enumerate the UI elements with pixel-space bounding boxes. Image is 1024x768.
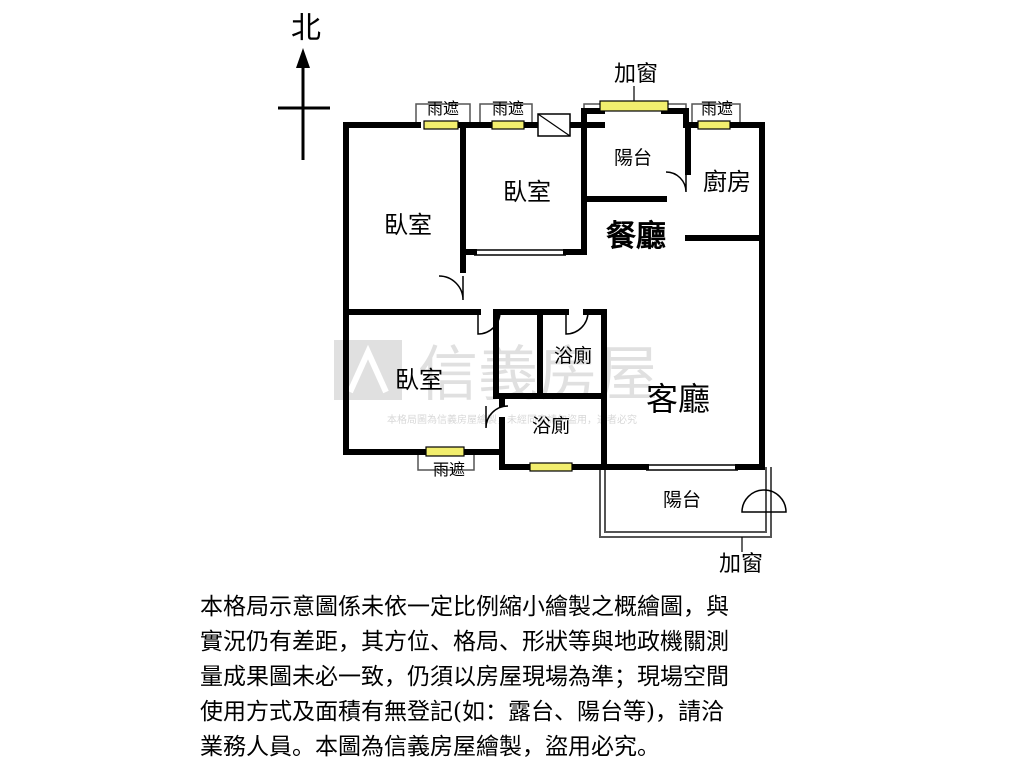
door-balcony-s (741, 489, 787, 513)
floor-plan: 北 信義房屋 本格局圖為信義房屋繪製，未經同意請勿盜用，違者必究 (278, 11, 787, 577)
window-labels: 雨遮 雨遮 雨遮 雨遮 加窗 加窗 (427, 62, 763, 577)
disclaimer: 本格局示意圖係未依一定比例縮小繪製之概繪圖，與 實況仍有差距，其方位、格局、形狀… (200, 590, 840, 765)
window-bedroom-sw (425, 446, 465, 457)
balcony-s-outline (599, 467, 772, 538)
disclaimer-line: 使用方式及面積有無登記(如：露台、陽台等)，請洽 (200, 699, 724, 725)
rain-cover-label: 雨遮 (427, 99, 459, 118)
door-bath-lower (485, 405, 509, 429)
vent-icon (537, 113, 571, 137)
watermark-note: 本格局圖為信義房屋繪製，未經同意請勿盜用，違者必究 (387, 413, 637, 426)
door-bedroom-sw (477, 311, 501, 335)
room-bedroom-nw: 臥室 (384, 211, 432, 239)
north-arrow-icon (296, 48, 310, 68)
window-kitchen (697, 120, 731, 130)
added-window-label: 加窗 (614, 62, 658, 87)
rain-cover-label: 雨遮 (433, 460, 465, 479)
room-dining: 餐廳 (606, 219, 666, 254)
disclaimer-line: 業務人員。本圖為信義房屋繪製，盜用必究。 (200, 734, 660, 760)
rain-cover-label: 雨遮 (492, 99, 524, 118)
room-bath-upper: 浴廁 (554, 344, 592, 367)
swing-doors (438, 171, 787, 513)
room-balcony-s: 陽台 (663, 489, 701, 511)
room-living: 客廳 (646, 380, 710, 418)
window-bath-lower (529, 462, 573, 472)
room-bedroom-sw: 臥室 (395, 366, 443, 394)
room-kitchen: 廚房 (703, 168, 751, 196)
compass: 北 (278, 11, 330, 160)
added-window-label: 加窗 (719, 552, 763, 577)
rain-cover-label: 雨遮 (701, 99, 733, 118)
sliding-doors (474, 249, 738, 471)
window-bedroom-nw (423, 120, 459, 130)
window-balcony-n (599, 100, 669, 112)
disclaimer-line: 本格局示意圖係未依一定比例縮小繪製之概繪圖，與 (200, 594, 729, 620)
room-bedroom-n: 臥室 (503, 178, 551, 206)
door-balcony-n (665, 171, 687, 193)
walls (343, 108, 765, 470)
room-labels: 臥室 臥室 臥室 陽台 廚房 餐廳 浴廁 浴廁 客廳 陽台 (384, 147, 751, 511)
room-balcony-n: 陽台 (614, 147, 652, 169)
windows (423, 100, 731, 472)
disclaimer-line: 量成果圖未必一致，仍須以房屋現場為準；現場空間 (200, 664, 729, 690)
disclaimer-line: 實況仍有差距，其方位、格局、形狀等與地政機關測 (200, 629, 729, 655)
door-bath-upper (565, 311, 589, 335)
window-bedroom-n (491, 120, 525, 130)
door-bedroom-nw (438, 275, 464, 301)
room-bath-lower: 浴廁 (532, 414, 570, 437)
north-label: 北 (291, 11, 321, 46)
